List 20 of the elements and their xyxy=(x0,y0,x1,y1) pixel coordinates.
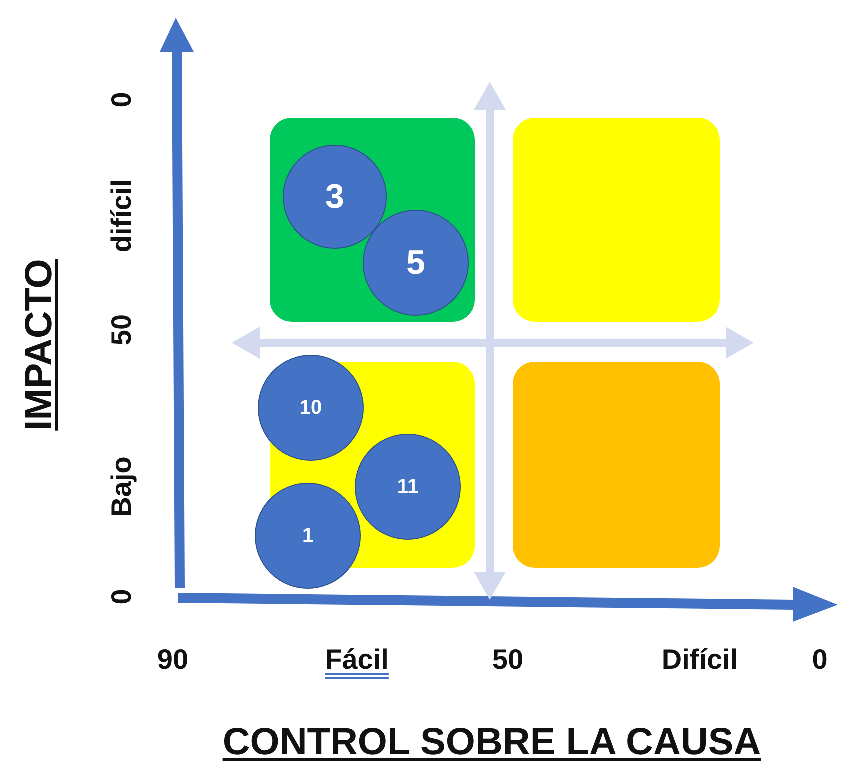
axis-label: Difícil xyxy=(662,644,738,676)
circle-number: 3 xyxy=(326,178,344,216)
axis-tick-label: 50 xyxy=(492,644,524,676)
axis-tick-label: 90 xyxy=(157,644,189,676)
circle-number: 10 xyxy=(300,396,322,420)
circle-number: 11 xyxy=(397,476,419,498)
quadrant-box xyxy=(270,118,475,322)
quadrant-box xyxy=(513,362,720,568)
circle-number: 5 xyxy=(406,244,426,282)
axis-tick-label: 50 xyxy=(106,314,138,346)
axis-title: IMPACTO xyxy=(18,259,62,431)
axis-label: Fácil xyxy=(325,644,389,676)
axis-tick-label: 0 xyxy=(812,644,828,676)
axis-label: Bajo xyxy=(106,456,138,518)
axis-title: CONTROL SOBRE LA CAUSA xyxy=(222,722,762,764)
quadrant-box xyxy=(513,118,720,322)
circle-number: 1 xyxy=(302,524,314,548)
axis-tick-label: 0 xyxy=(106,589,138,605)
axis-label: difícil xyxy=(106,179,138,253)
axis-tick-label: 0 xyxy=(106,92,138,108)
